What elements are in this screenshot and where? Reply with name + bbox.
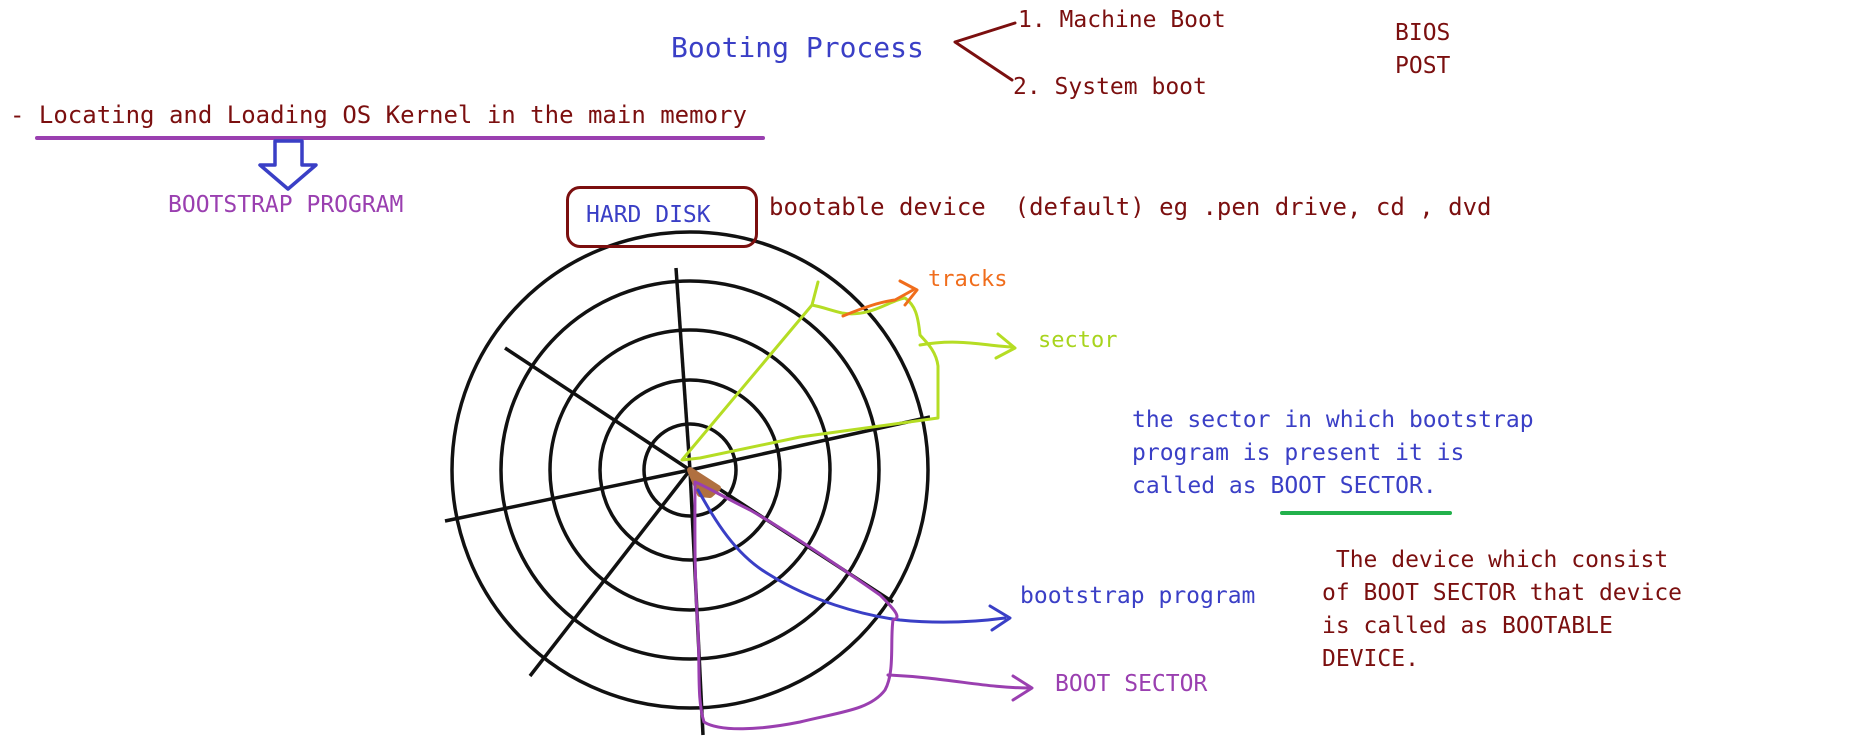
sector-outline — [680, 280, 940, 462]
boot-sector-term: BOOT SECTOR — [1270, 473, 1423, 499]
boot-sector-disk-label: BOOT SECTOR — [1055, 671, 1208, 697]
branch-machine-boot: 1. Machine Boot — [1018, 7, 1226, 33]
bootable-note-line-2: of BOOT SECTOR that device — [1322, 580, 1683, 606]
down-arrow-icon — [258, 139, 318, 191]
hard-disk-box — [566, 186, 758, 248]
disk-track-4 — [499, 279, 881, 661]
boot-sector-note-line-3: called as BOOT SECTOR. — [1132, 470, 1437, 503]
boot-sector-note-prefix: called as — [1132, 473, 1271, 499]
bootstrap-program-disk-label: bootstrap program — [1020, 583, 1256, 609]
bios-label: BIOS — [1395, 20, 1451, 46]
boot-sector-note-suffix: . — [1422, 473, 1437, 499]
sector-arrow — [918, 332, 1017, 360]
post-label: POST — [1395, 53, 1451, 79]
page-title: Booting Process — [671, 31, 924, 64]
intro-line: - Locating and Loading OS Kernel in the … — [10, 101, 747, 129]
boot-sector-note-line-1: the sector in which bootstrap — [1132, 407, 1534, 433]
boot-sector-arrow — [886, 673, 1034, 702]
bootstrap-arrow — [696, 488, 1012, 632]
title-branch-bracket — [953, 21, 1017, 82]
disk-track-outer — [450, 230, 930, 710]
sector-line-upper-left — [504, 346, 691, 472]
disk-drawing — [444, 230, 931, 736]
sector-line-lower-left — [528, 468, 692, 678]
sector-line-top — [674, 267, 692, 471]
sector-label: sector — [1038, 328, 1118, 353]
disk-track-3 — [548, 328, 832, 612]
disk-track-inner — [642, 422, 738, 518]
sector-line-left — [444, 468, 691, 523]
boot-sector-note-line-2: program is present it is — [1132, 440, 1465, 466]
tracks-arrow — [841, 279, 919, 318]
boot-sector-outline — [693, 480, 899, 731]
bootable-note-line-1: The device which consist — [1322, 547, 1669, 573]
hard-disk-label: HARD DISK — [586, 202, 711, 228]
bootable-device-description: bootable device (default) eg .pen drive,… — [769, 193, 1492, 221]
bootable-note-line-3: is called as BOOTABLE — [1322, 613, 1613, 639]
branch-system-boot: 2. System boot — [1013, 74, 1207, 100]
tracks-label: tracks — [928, 267, 1008, 292]
disk-track-2 — [598, 378, 782, 562]
bootstrap-program-label: BOOTSTRAP PROGRAM — [168, 192, 404, 218]
bootable-note-line-4: DEVICE. — [1322, 646, 1419, 672]
